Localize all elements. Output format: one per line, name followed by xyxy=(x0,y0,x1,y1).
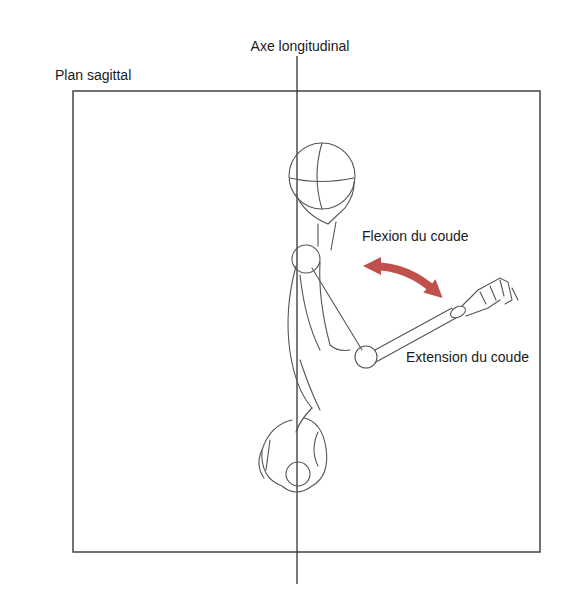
movement-arrow xyxy=(372,266,436,292)
sagittal-plane xyxy=(73,91,540,552)
longitudinal-axis xyxy=(296,56,297,584)
label: Extension du coude xyxy=(406,349,529,366)
body-figure xyxy=(259,143,518,492)
label: Axe longitudinal xyxy=(251,38,350,55)
label: Flexion du coude xyxy=(362,228,469,245)
label: Plan sagittal xyxy=(55,67,131,84)
